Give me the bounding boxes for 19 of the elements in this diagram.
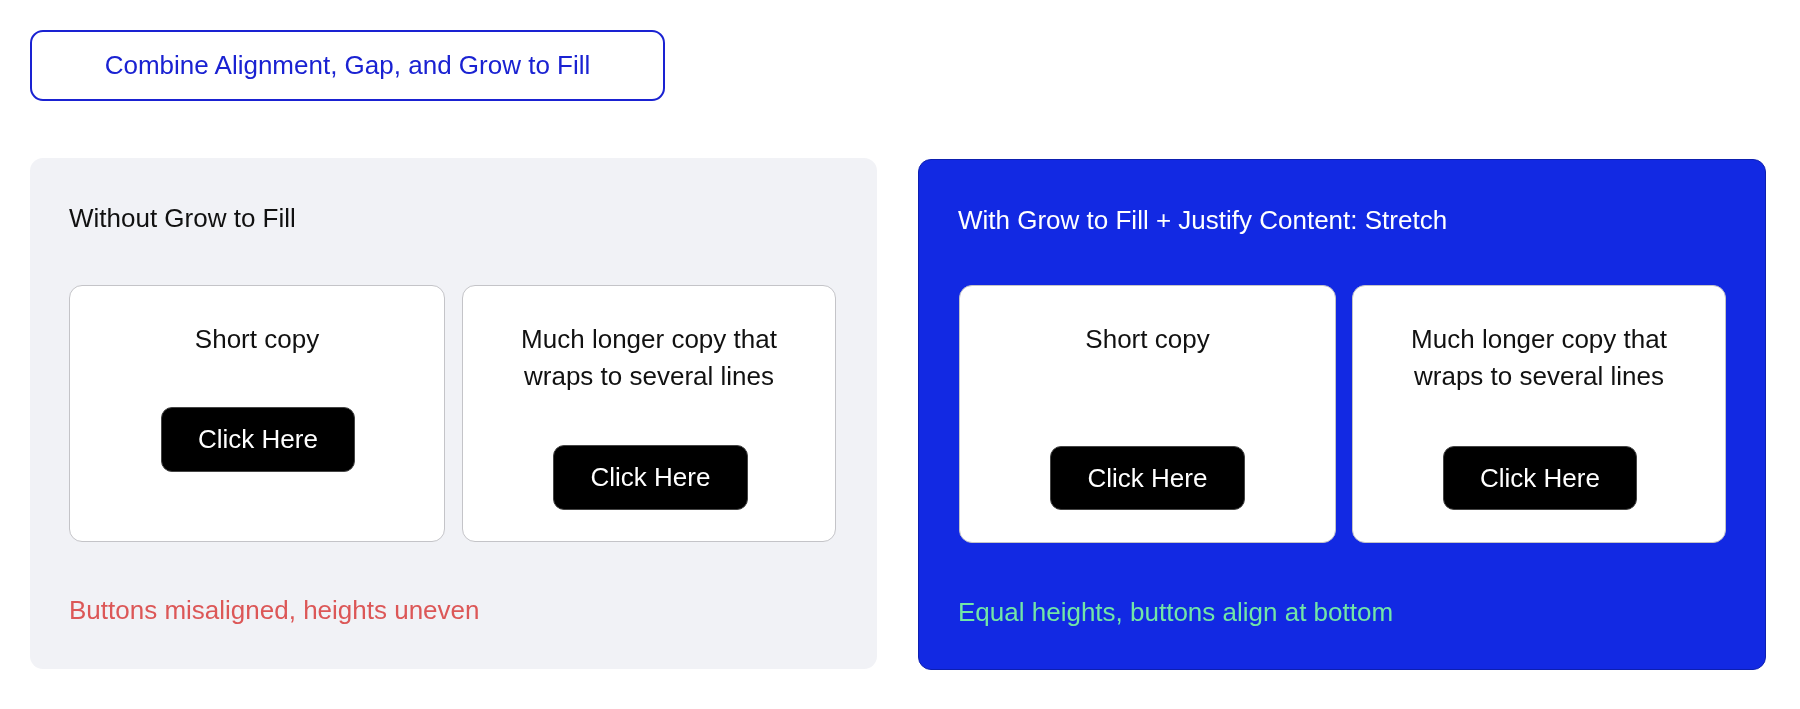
result-note: Buttons misaligned, heights uneven <box>69 594 480 627</box>
action-button: Click Here <box>1050 446 1245 510</box>
action-button: Click Here <box>553 445 748 510</box>
content-card <box>462 285 836 542</box>
content-card <box>1352 285 1726 543</box>
panel-heading: Without Grow to Fill <box>69 202 296 235</box>
card-copy: Much longer copy that wraps to several lines <box>1410 323 1668 393</box>
card-copy: Short copy <box>1084 323 1211 356</box>
card-copy: Short copy <box>193 323 321 356</box>
content-card <box>69 285 445 542</box>
content-card <box>959 285 1336 543</box>
action-button: Click Here <box>161 407 355 472</box>
title-box: Combine Alignment, Gap, and Grow to Fill <box>30 30 665 101</box>
action-button: Click Here <box>1443 446 1637 510</box>
result-note: Equal heights, buttons align at bottom <box>958 596 1394 629</box>
comparison-panel <box>918 159 1766 670</box>
card-copy: Much longer copy that wraps to several lines <box>520 323 778 393</box>
panel-heading: With Grow to Fill + Justify Content: Stretch <box>958 204 1448 237</box>
comparison-panel <box>30 158 877 669</box>
